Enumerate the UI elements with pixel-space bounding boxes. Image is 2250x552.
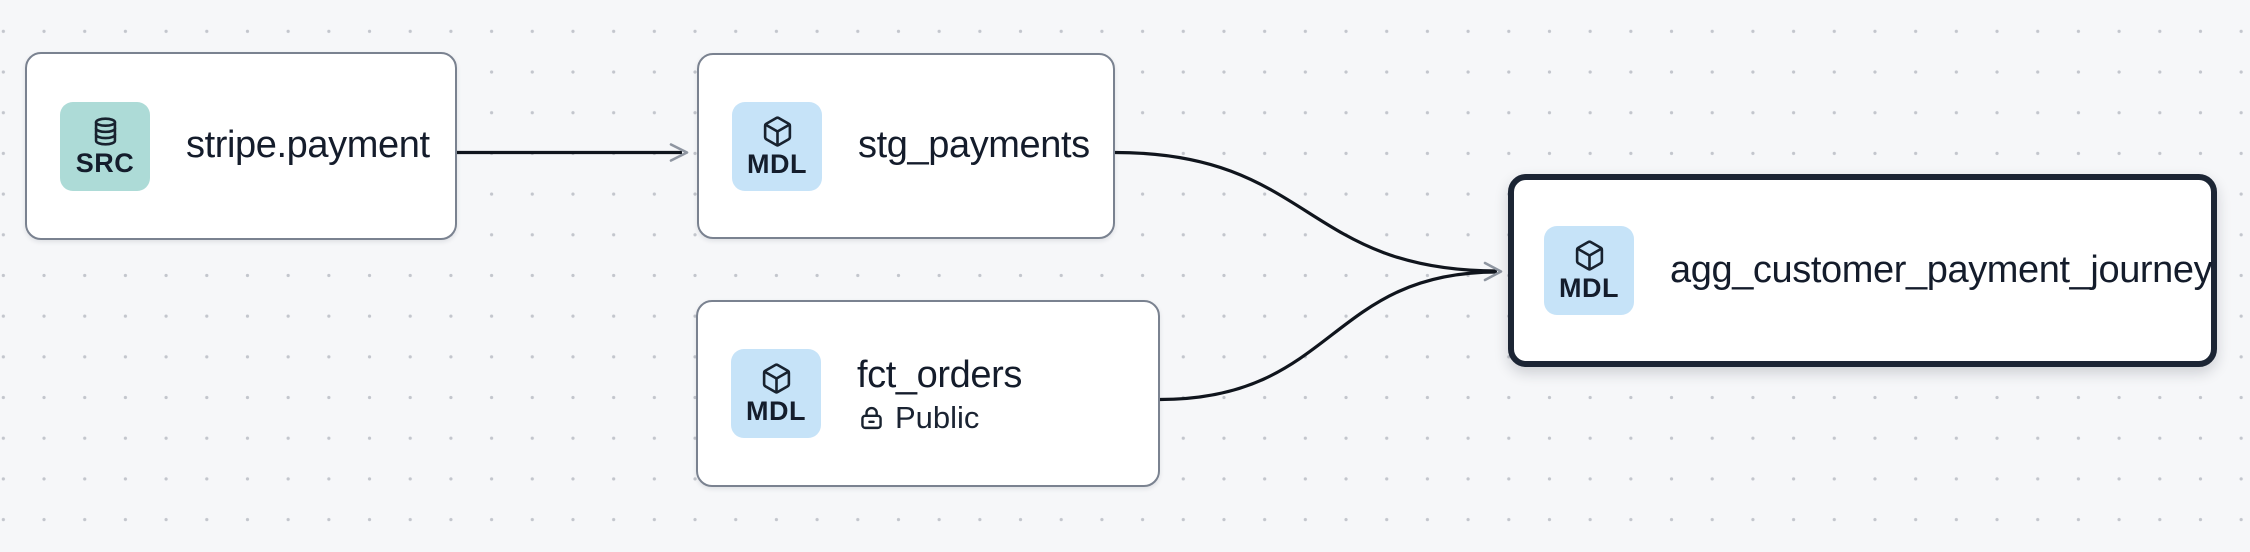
model-type-badge: MDL xyxy=(1544,226,1634,315)
node-title: agg_customer_payment_journey xyxy=(1670,248,2213,291)
badge-label: MDL xyxy=(747,148,807,179)
node-stripe-payment[interactable]: SRC stripe.payment xyxy=(25,52,457,240)
node-title: stripe.payment xyxy=(186,124,430,167)
badge-label: SRC xyxy=(75,147,135,178)
cube-icon xyxy=(763,115,791,147)
edge-fct-to-agg[interactable] xyxy=(1159,261,1503,402)
badge-label: MDL xyxy=(746,396,806,426)
node-stg-payments[interactable]: MDL stg_payments xyxy=(697,53,1115,239)
model-type-badge: MDL xyxy=(732,101,822,191)
lock-open-icon xyxy=(861,407,882,430)
edge-stripe-to-stg[interactable] xyxy=(457,143,689,162)
source-type-badge: SRC xyxy=(60,101,150,191)
node-fct-orders[interactable]: MDL fct_orders Public xyxy=(696,300,1160,487)
node-agg-customer-payment-journey[interactable]: MDL agg_customer_payment_journey xyxy=(1508,174,2217,367)
node-title: stg_payments xyxy=(858,124,1090,167)
edge-stg-to-agg[interactable] xyxy=(1114,150,1498,273)
badge-label: MDL xyxy=(1559,273,1619,303)
cube-icon xyxy=(1575,240,1603,271)
database-icon xyxy=(94,116,116,146)
access-label: Public xyxy=(895,400,980,436)
model-type-badge: MDL xyxy=(731,349,821,438)
access-row: Public xyxy=(857,402,1022,433)
cube-icon xyxy=(762,363,790,394)
node-title: fct_orders xyxy=(857,353,1022,396)
